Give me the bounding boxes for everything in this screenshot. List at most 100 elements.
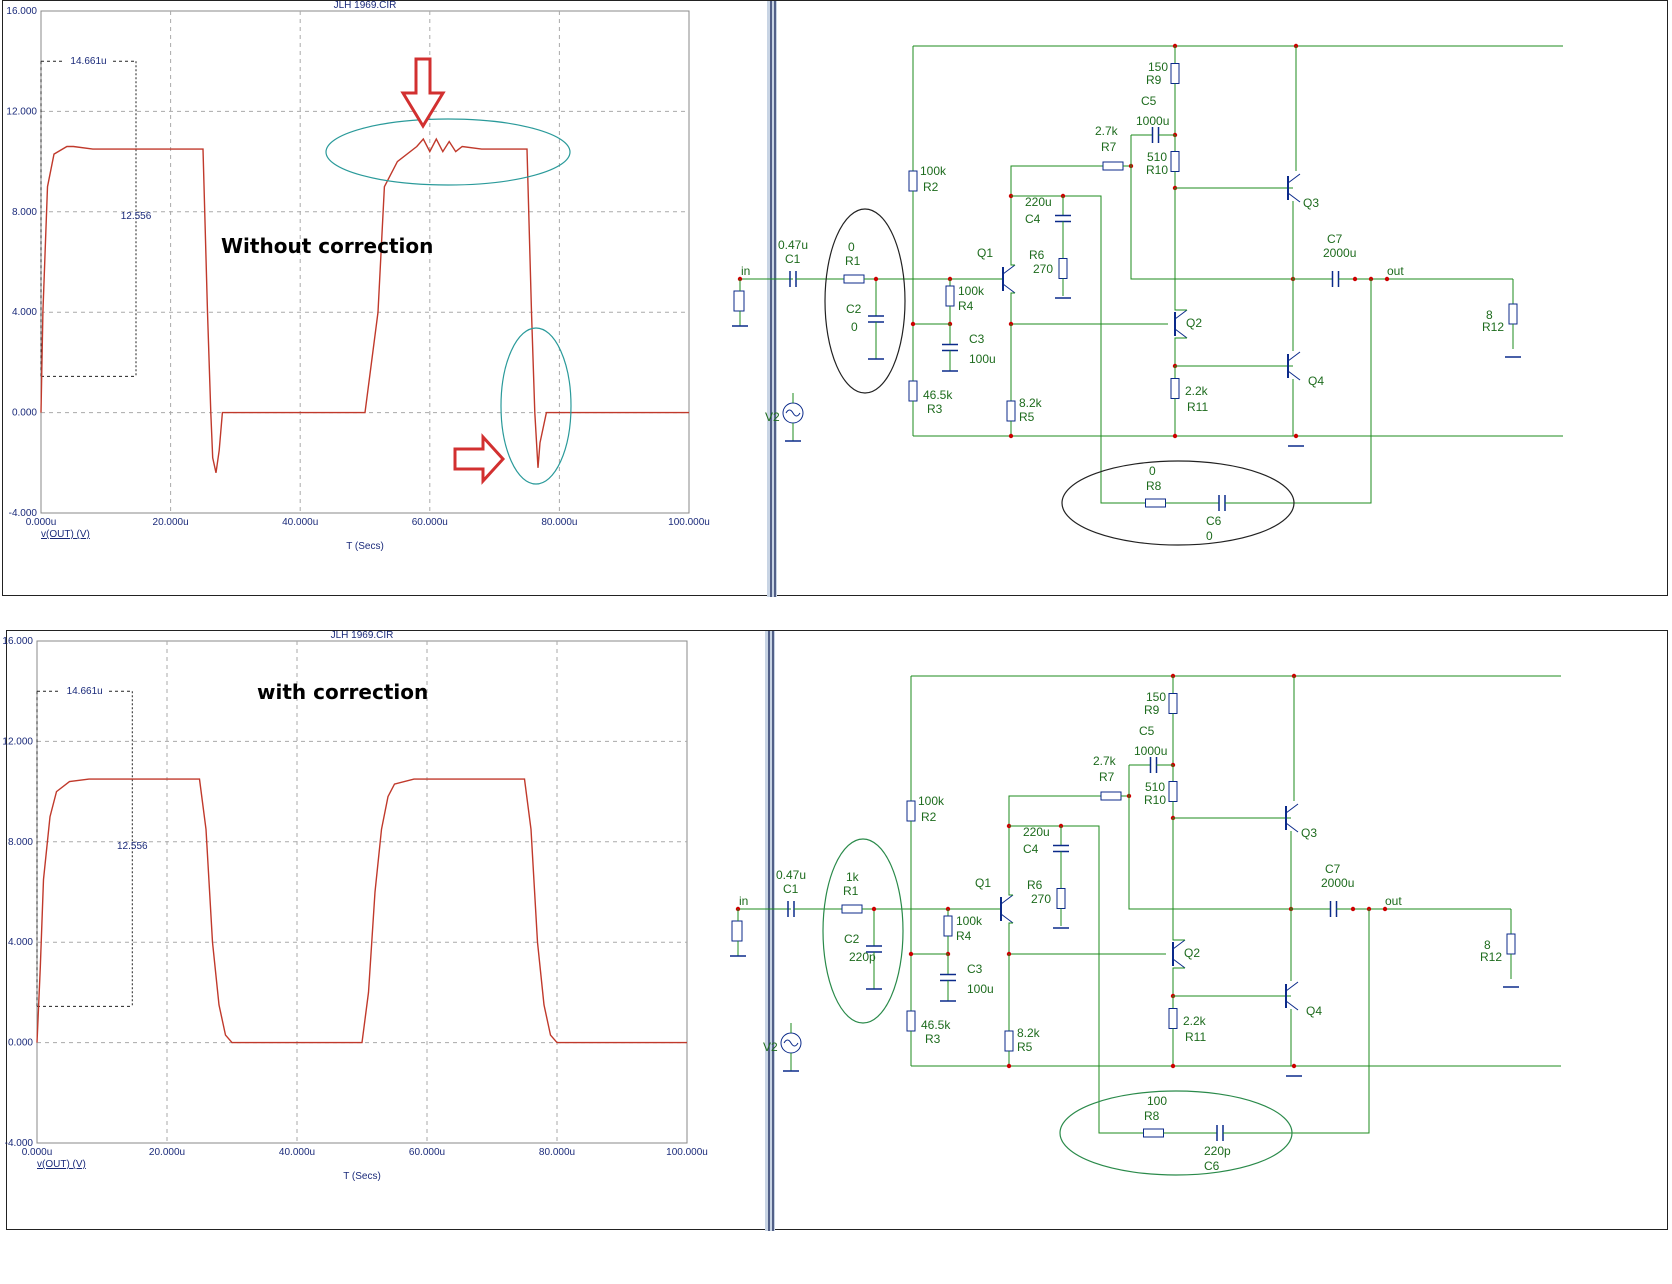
label-c7-name: C7 — [1327, 232, 1343, 246]
transistor-q3-icon — [1285, 803, 1299, 814]
y-tick-label: -4.000 — [9, 508, 38, 519]
resistor-r9 — [1168, 693, 1178, 714]
highlight-ellipse — [325, 118, 571, 186]
chart-title: JLH 1969.CIR — [334, 0, 397, 11]
label-r9-name: R9 — [1146, 73, 1162, 87]
resistor-r6 — [1056, 888, 1066, 909]
label-c3-name: C3 — [969, 332, 985, 346]
node-dot — [871, 906, 877, 912]
y-tick-label: 16.000 — [6, 6, 37, 17]
cursor-label-bg — [60, 684, 109, 697]
wire — [1130, 166, 1293, 280]
chart-annotation: with correction — [257, 680, 428, 704]
label-r6-name: R6 — [1029, 248, 1045, 262]
resistor-r12 — [1508, 303, 1518, 325]
label-r10-name: R10 — [1144, 793, 1166, 807]
label-c5-name: C5 — [1139, 724, 1155, 738]
y-tick-label: -4.000 — [5, 1138, 34, 1149]
y-tick-label: 4.000 — [12, 307, 37, 318]
wire — [1011, 195, 1143, 504]
transistor-q2-icon — [1174, 309, 1188, 320]
plot-area — [40, 10, 690, 514]
x-tick-label: 80.000u — [541, 517, 577, 528]
label-c1-value: 0.47u — [776, 868, 806, 882]
label-r3-name: R3 — [925, 1032, 941, 1046]
label-c6-second: C6 — [1204, 1159, 1220, 1173]
label-r5-value: 8.2k — [1017, 1026, 1041, 1040]
y-tick-label: 4.000 — [8, 937, 33, 948]
label-c7-name: C7 — [1325, 862, 1341, 876]
x-tick-label: 100.000u — [668, 517, 710, 528]
label-r5-name: R5 — [1017, 1040, 1033, 1054]
chart-title: JLH 1969.CIR — [331, 630, 394, 641]
label-q4: Q4 — [1306, 1004, 1322, 1018]
sine-wave-icon — [783, 1039, 799, 1047]
label-q2: Q2 — [1186, 316, 1202, 330]
down-arrow-icon — [400, 57, 446, 129]
highlight-ellipse — [824, 208, 906, 394]
label-r12-value: 8 — [1486, 308, 1493, 322]
resistor-r11 — [1168, 1008, 1178, 1029]
label-r1-value: 0 — [848, 240, 855, 254]
x-tick-label: 20.000u — [149, 1147, 185, 1158]
label-c7-value: 2000u — [1321, 876, 1354, 890]
label-q1: Q1 — [977, 246, 993, 260]
node-dot — [910, 321, 916, 327]
transistor-q1-icon — [1002, 264, 1016, 275]
label-out: out — [1387, 264, 1404, 278]
y-tick-label: 0.000 — [8, 1038, 33, 1049]
label-r7-name: R7 — [1099, 770, 1115, 784]
resistor-r3 — [906, 1010, 916, 1032]
label-r8-value: 0 — [1149, 464, 1156, 478]
node-dot — [1291, 1063, 1297, 1069]
x-tick-label: 80.000u — [539, 1147, 575, 1158]
label-r12-name: R12 — [1482, 320, 1504, 334]
label-r2-name: R2 — [923, 180, 939, 194]
pane-divider[interactable] — [767, 1, 777, 597]
label-q1: Q1 — [975, 876, 991, 890]
node-dot — [1170, 1063, 1176, 1069]
label-in: in — [739, 894, 748, 908]
highlight-ellipse — [822, 838, 904, 1024]
label-c4-value: 220u — [1023, 825, 1050, 839]
pane-divider[interactable] — [765, 631, 775, 1231]
schematic-with-correction: 0.47uC11kR1C2220p100kR2100kR446.5kR3C310… — [730, 673, 1561, 1176]
transistor-q2-icon — [1174, 328, 1188, 339]
label-r8-name: R8 — [1144, 1109, 1160, 1123]
label-r4-value: 100k — [956, 914, 983, 928]
node-dot — [1352, 276, 1358, 282]
resistor-r11 — [1170, 378, 1180, 399]
cursor-width-label: 14.661u — [70, 56, 106, 67]
series-line — [40, 137, 689, 473]
label-r2-value: 100k — [918, 794, 945, 808]
label-r12-value: 8 — [1484, 938, 1491, 952]
label-out: out — [1385, 894, 1402, 908]
resistor-r5 — [1004, 1030, 1014, 1052]
legend-series: v(OUT) (V) — [41, 529, 90, 540]
label-r3-value: 46.5k — [921, 1018, 951, 1032]
label-r8-name: R8 — [1146, 479, 1162, 493]
label-q4: Q4 — [1308, 374, 1324, 388]
x-axis-label: T (Secs) — [346, 541, 384, 552]
y-tick-label: 8.000 — [12, 207, 37, 218]
resistor-r1 — [843, 274, 865, 284]
resistor-r12 — [1506, 933, 1516, 955]
label-c5-value: 1000u — [1134, 744, 1167, 758]
label-r10-value: 510 — [1145, 780, 1165, 794]
label-r2-name: R2 — [921, 810, 937, 824]
label-r9-value: 150 — [1146, 690, 1166, 704]
resistor-r8 — [1145, 498, 1166, 508]
label-r4-value: 100k — [958, 284, 985, 298]
wire — [1229, 909, 1370, 1134]
resistor-r4 — [945, 285, 955, 307]
highlight-ellipse — [500, 327, 572, 485]
node-dot — [1366, 906, 1372, 912]
resistor-r1 — [841, 904, 863, 914]
label-c1-value: 0.47u — [778, 238, 808, 252]
transistor-q4-icon — [1287, 370, 1301, 381]
label-v2: V2 — [765, 410, 780, 424]
label-r11-name: R11 — [1185, 1030, 1206, 1044]
wire — [1174, 188, 1187, 311]
